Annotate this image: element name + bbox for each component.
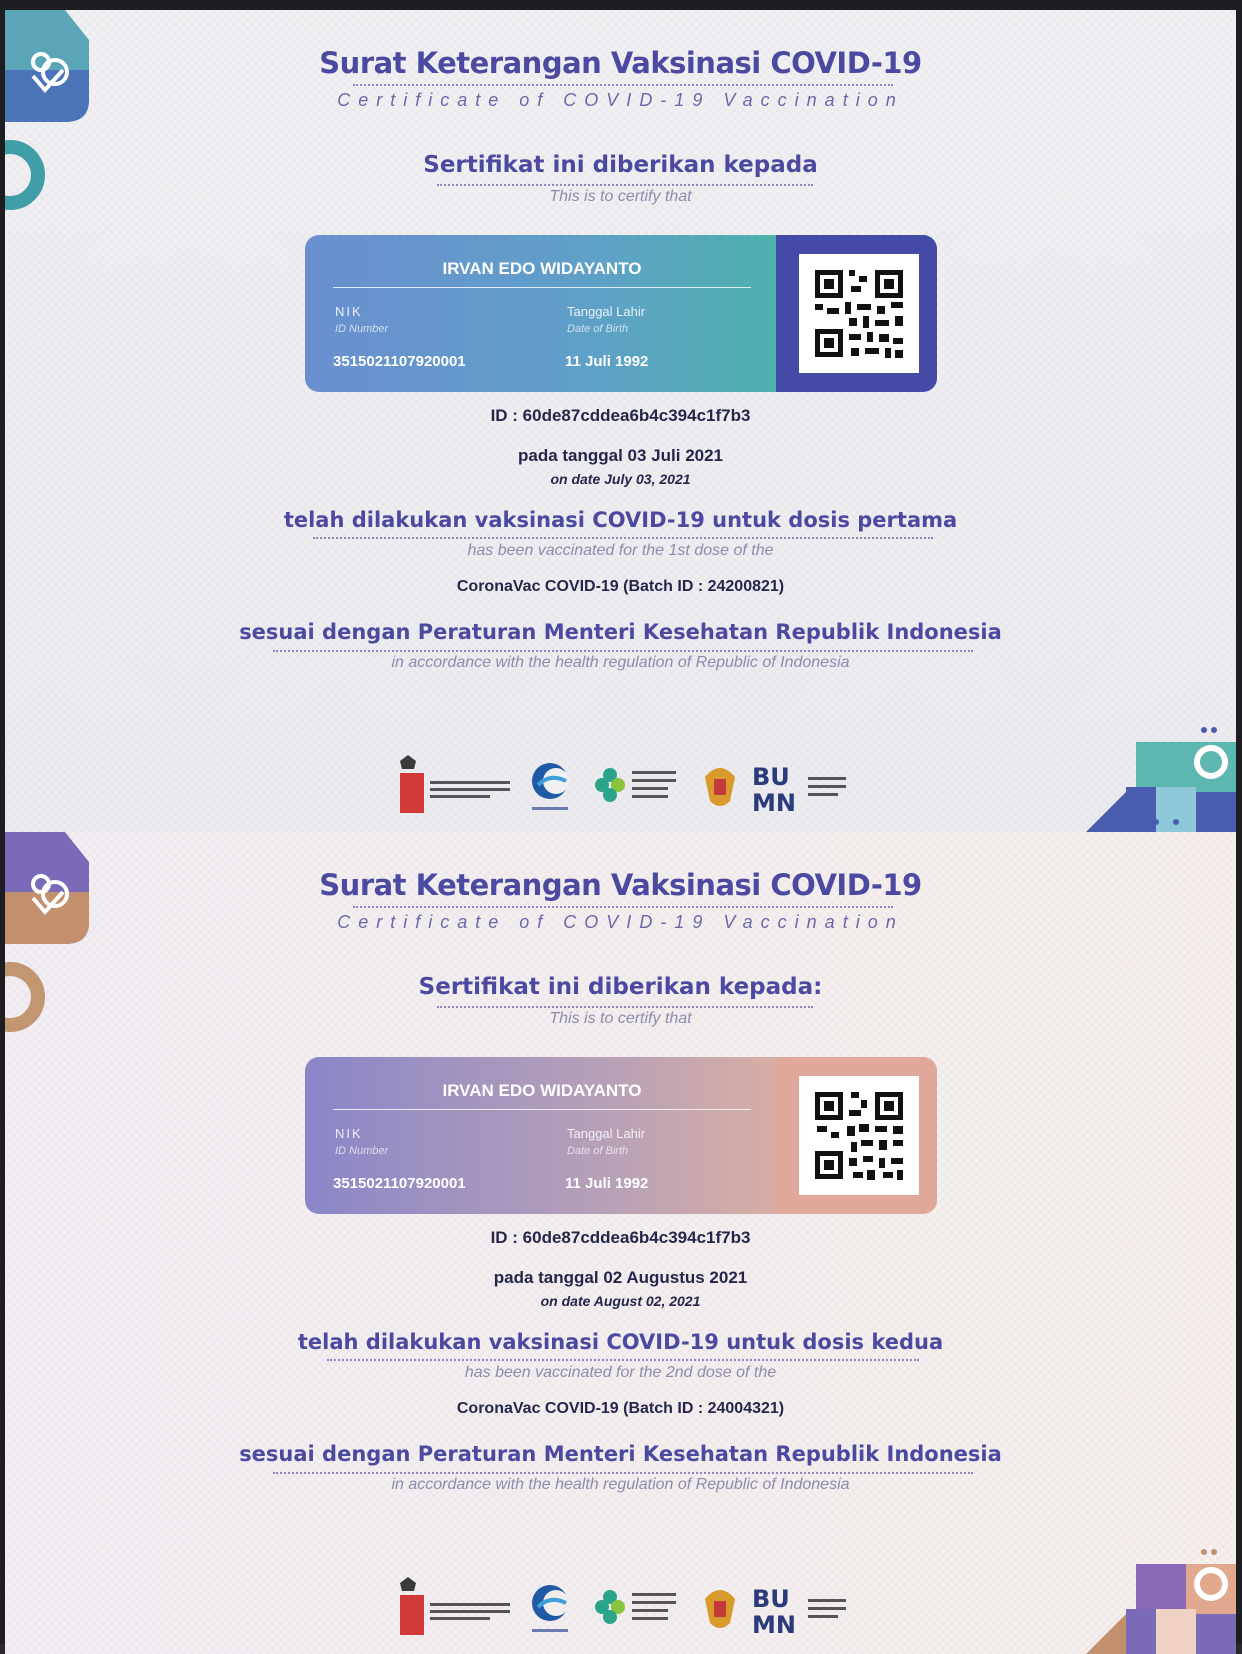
sponsor-logos: BU MN [400, 755, 846, 815]
certify-heading: Sertifikat ini diberikan kepada [423, 152, 818, 178]
vaccination-date-en: on date July 03, 2021 [550, 471, 691, 487]
qr-frame [776, 235, 937, 392]
kominfo-logo-icon [532, 1585, 569, 1632]
heading-divider [437, 184, 813, 187]
regulation-divider [273, 650, 973, 653]
nik-label-en: ID Number [335, 323, 389, 335]
regulation-statement: sesuai dengan Peraturan Menteri Kesehata… [239, 620, 1002, 644]
vaccine-batch: CoronaVac COVID-19 (Batch ID : 24004321) [456, 1400, 785, 1417]
dob-label: Tanggal Lahir [567, 1126, 646, 1141]
certify-heading: Sertifikat ini diberikan kepada: [418, 974, 823, 1000]
kemenkes-logo-icon [595, 1590, 676, 1624]
kemenkes-logo-icon [595, 768, 676, 802]
certificate-id: ID : 60de87cddea6b4c394c1f7b3 [490, 406, 751, 425]
dob-label-en: Date of Birth [567, 323, 629, 335]
dob-value: 11 Juli 1992 [565, 353, 649, 370]
svg-text:MN: MN [752, 1611, 796, 1637]
vaccine-batch: CoronaVac COVID-19 (Batch ID : 24200821) [456, 578, 785, 595]
dob-value: 11 Juli 1992 [565, 1175, 649, 1192]
kominfo-logo-icon [532, 763, 569, 810]
vaccination-date-en: on date August 02, 2021 [540, 1293, 701, 1309]
nik-value: 3515021107920001 [333, 1175, 466, 1192]
sponsor-logos: BU MN [400, 1577, 846, 1637]
card-divider [333, 287, 751, 288]
regulation-statement-en: in accordance with the health regulation… [391, 654, 850, 671]
nik-value: 3515021107920001 [333, 353, 466, 370]
identity-card: IRVAN EDO WIDAYANTO NIK ID Number 351502… [305, 235, 937, 392]
nik-label: NIK [335, 304, 363, 319]
statement-divider [313, 537, 933, 540]
vaccination-date: pada tanggal 02 Augustus 2021 [493, 1268, 748, 1287]
dob-label: Tanggal Lahir [567, 304, 646, 319]
decorative-corner-shapes-icon [1086, 727, 1236, 832]
identity-card: IRVAN EDO WIDAYANTO NIK ID Number 351502… [305, 1057, 937, 1214]
heading-divider [437, 1006, 813, 1009]
dose-statement-en: has been vaccinated for the 1st dose of … [467, 542, 774, 559]
kpcpen-logo-icon [400, 1577, 510, 1635]
decorative-corner-shapes-icon [1086, 1549, 1236, 1654]
certify-heading-en: This is to certify that [549, 188, 692, 205]
regulation-statement: sesuai dengan Peraturan Menteri Kesehata… [239, 1442, 1002, 1466]
nik-label-en: ID Number [335, 1145, 389, 1157]
certificate-subtitle: Certificate of COVID-19 Vaccination [337, 90, 904, 110]
dose-statement-en: has been vaccinated for the 2nd dose of … [464, 1364, 777, 1381]
vaccination-date: pada tanggal 03 Juli 2021 [517, 446, 724, 465]
holder-name: IRVAN EDO WIDAYANTO [442, 1081, 642, 1100]
bumn-logo-icon: BU MN [752, 763, 846, 815]
peduli-lindungi-logo-icon [5, 832, 89, 944]
bumn-logo-icon: BU MN [752, 1585, 846, 1637]
qr-code-icon[interactable] [799, 1076, 919, 1195]
svg-text:BU: BU [752, 763, 790, 791]
garuda-logo-icon [705, 768, 735, 806]
window-top-bar [0, 0, 1242, 10]
certificate-dose-1: Surat Keterangan Vaksinasi COVID-19 Cert… [5, 10, 1236, 832]
svg-text:BU: BU [752, 1585, 790, 1613]
certificate-id: ID : 60de87cddea6b4c394c1f7b3 [490, 1228, 751, 1247]
svg-text:MN: MN [752, 789, 796, 815]
qr-frame [776, 1057, 937, 1214]
regulation-divider [273, 1472, 973, 1475]
peduli-lindungi-logo-icon [5, 10, 89, 122]
dose-statement: telah dilakukan vaksinasi COVID-19 untuk… [283, 508, 958, 532]
title-divider [353, 906, 893, 909]
dose-statement: telah dilakukan vaksinasi COVID-19 untuk… [297, 1330, 944, 1354]
certify-heading-en: This is to certify that [549, 1010, 692, 1027]
statement-divider [327, 1359, 919, 1362]
kpcpen-logo-icon [400, 755, 510, 813]
dob-label-en: Date of Birth [567, 1145, 629, 1157]
title-divider [353, 84, 893, 87]
certificate-subtitle: Certificate of COVID-19 Vaccination [337, 912, 904, 932]
card-divider [333, 1109, 751, 1110]
qr-code-icon[interactable] [799, 254, 919, 373]
certificate-dose-2: Surat Keterangan Vaksinasi COVID-19 Cert… [5, 832, 1236, 1654]
holder-name: IRVAN EDO WIDAYANTO [442, 259, 642, 278]
certificate-title: Surat Keterangan Vaksinasi COVID-19 [319, 46, 922, 80]
certificate-title: Surat Keterangan Vaksinasi COVID-19 [319, 868, 922, 902]
window-right-edge [1236, 0, 1242, 1644]
nik-label: NIK [335, 1126, 363, 1141]
regulation-statement-en: in accordance with the health regulation… [391, 1476, 850, 1493]
window-left-edge [0, 0, 5, 1644]
garuda-logo-icon [705, 1590, 735, 1628]
